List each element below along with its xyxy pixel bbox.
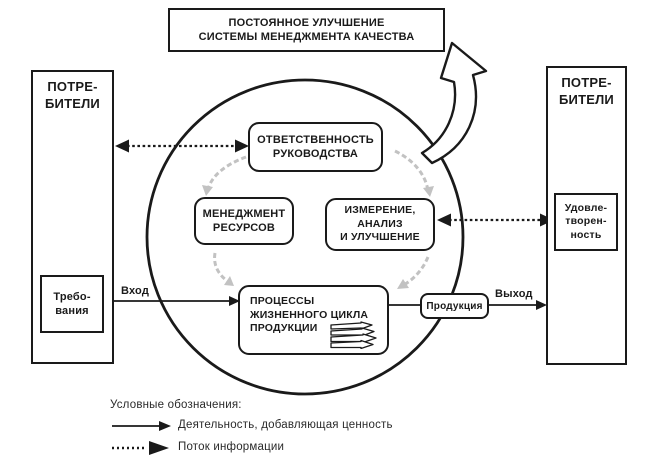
improvement-loop-arrow-icon: [420, 41, 488, 165]
resource-management-box: МЕНЕДЖМЕНТ РЕСУРСОВ: [194, 197, 294, 245]
legend-title: Условные обозначения:: [110, 399, 242, 411]
legend-info-flow-label: Поток информации: [178, 441, 285, 453]
output-label: Выход: [495, 288, 533, 300]
continual-improvement-banner: ПОСТОЯННОЕ УЛУЧШЕНИЕ СИСТЕМЫ МЕНЕДЖМЕНТА…: [168, 8, 445, 52]
input-arrow: [102, 296, 240, 306]
input-label: Вход: [121, 285, 149, 297]
legend-dotted-arrow-icon: [112, 441, 169, 455]
measurement-analysis-box: ИЗМЕРЕНИЕ, АНАЛИЗ И УЛУЧШЕНИЕ: [325, 198, 435, 251]
cycle-arrowheads: [202, 185, 434, 289]
management-responsibility-box: ОТВЕТСТВЕННОСТЬ РУКОВОДСТВА: [248, 122, 383, 172]
product-box: Продукция: [420, 293, 489, 319]
satisfaction-box: Удовле- творен- ность: [554, 193, 618, 251]
info-arrow-left: [115, 139, 249, 153]
cycle-arrow-right-icon: [394, 149, 430, 191]
legend-solid-arrow-icon: [112, 421, 171, 431]
requirements-box: Требо- вания: [40, 275, 104, 333]
layered-arrows-icon: [330, 321, 377, 349]
product-lifecycle-label: ПРОЦЕССЫ ЖИЗНЕННОГО ЦИКЛА ПРОДУКЦИИ: [250, 295, 369, 335]
product-lifecycle-box: ПРОЦЕССЫ ЖИЗНЕННОГО ЦИКЛА ПРОДУКЦИИ: [238, 285, 389, 355]
legend-value-activity-label: Деятельность, добавляющая ценность: [178, 419, 393, 431]
